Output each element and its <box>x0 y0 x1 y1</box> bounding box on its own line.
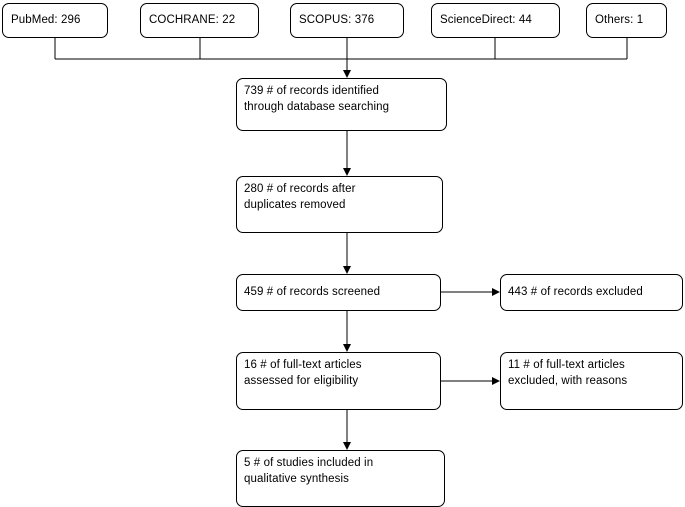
source-label-scopus: SCOPUS: 376 <box>299 13 375 26</box>
arrowhead-duplicates <box>343 168 351 176</box>
arrowhead-screened <box>343 266 351 274</box>
arrowhead-identified <box>343 70 351 78</box>
source-box-pubmed: PubMed: 296 <box>2 3 108 38</box>
flow-box-duplicates-removed: 280 # of records after duplicates remove… <box>236 176 443 233</box>
flow-box-fulltext-assessed: 16 # of full-text articles assessed for … <box>236 352 441 410</box>
source-box-cochrane: COCHRANE: 22 <box>140 3 259 38</box>
source-box-sciencedirect: ScienceDirect: 44 <box>431 3 560 38</box>
arrowhead-fulltext <box>343 344 351 352</box>
source-label-cochrane: COCHRANE: 22 <box>149 13 236 26</box>
arrowhead-included <box>343 442 351 450</box>
source-label-pubmed: PubMed: 296 <box>11 13 81 26</box>
flow-box-records-screened: 459 # of records screened <box>236 274 441 311</box>
flow-box-fulltext-excluded: 11 # of full-text articles excluded, wit… <box>500 352 683 410</box>
arrowhead-fulltext-excluded <box>492 377 500 385</box>
arrowhead-records-excluded <box>492 288 500 296</box>
source-label-others: Others: 1 <box>595 13 644 26</box>
flow-label-records-excluded: 443 # of records excluded <box>508 286 643 299</box>
source-box-scopus: SCOPUS: 376 <box>290 3 404 38</box>
flow-label-records-screened: 459 # of records screened <box>244 286 381 299</box>
flow-box-studies-included: 5 # of studies included in qualitative s… <box>236 450 445 507</box>
source-box-others: Others: 1 <box>586 3 667 38</box>
source-label-sciencedirect: ScienceDirect: 44 <box>440 13 532 26</box>
flow-box-records-identified: 739 # of records identified through data… <box>236 78 447 131</box>
flow-box-records-excluded: 443 # of records excluded <box>500 274 683 311</box>
